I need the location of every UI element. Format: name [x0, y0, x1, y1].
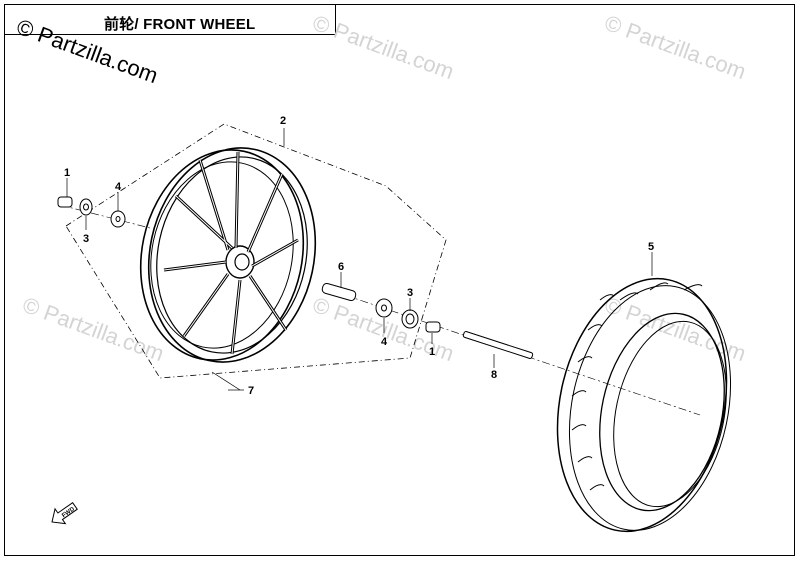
- callout-3: 3: [407, 287, 413, 299]
- callout-1: 1: [429, 346, 435, 358]
- callout-1: 1: [64, 167, 70, 179]
- callout-4: 4: [115, 181, 122, 193]
- callout-2: 2: [280, 115, 286, 127]
- right-parts: [321, 282, 534, 359]
- diagram-title: 前轮/ FRONT WHEEL: [104, 16, 256, 33]
- callout-7: 7: [248, 385, 254, 397]
- callout-4: 4: [381, 336, 388, 348]
- fwd-arrow-icon: FWD: [51, 501, 78, 525]
- callout-8: 8: [491, 369, 497, 381]
- callout-6: 6: [338, 261, 344, 273]
- callout-5: 5: [648, 241, 654, 253]
- leader-lines: [66, 128, 653, 391]
- wheel-rim: [139, 147, 317, 363]
- tire: [556, 277, 732, 533]
- assembly-outline: [65, 123, 447, 379]
- diagram-frame: [4, 4, 795, 556]
- axle-line: [59, 204, 151, 229]
- left-parts: [57, 196, 126, 228]
- callout-3: 3: [83, 233, 89, 245]
- title-box: 前轮/ FRONT WHEEL: [4, 4, 336, 35]
